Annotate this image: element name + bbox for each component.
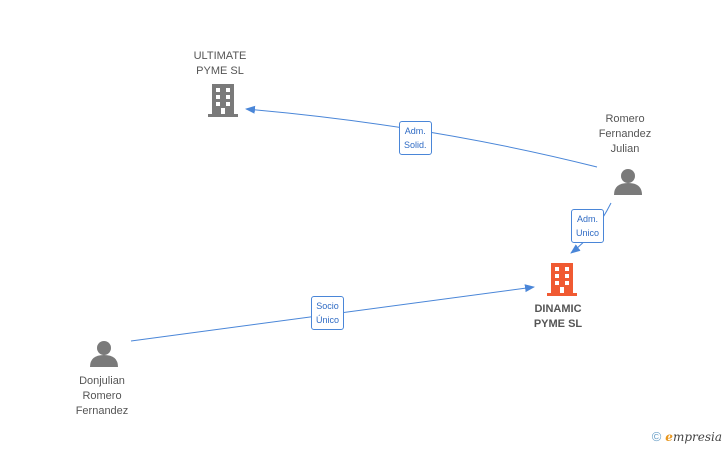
node-romero-label[interactable]: Romero Fernandez Julian [585, 112, 665, 157]
edge-label-line2: Solid. [404, 140, 427, 150]
node-romero-line2: Fernandez [598, 128, 652, 140]
building-icon [208, 84, 238, 117]
person-icon [90, 341, 118, 367]
node-donjulian-line3: Fernandez [75, 405, 129, 417]
node-dinamic-line1: DINAMIC [534, 303, 582, 315]
node-romero-line3: Julian [610, 143, 640, 155]
empresia-brand[interactable]: ©empresia [652, 429, 722, 444]
person-icon [614, 169, 642, 195]
node-dinamic-pyme-label[interactable]: DINAMIC PYME SL [518, 302, 598, 332]
node-ultimate-pyme-label[interactable]: ULTIMATE PYME SL [180, 49, 260, 79]
node-romero-line1: Romero [605, 113, 645, 125]
node-ultimate-line2: PYME SL [196, 65, 244, 77]
edge-label-line1: Adm. [577, 214, 599, 224]
node-donjulian-label[interactable]: Donjulian Romero Fernandez [62, 374, 142, 419]
copyright-icon: © [651, 429, 662, 444]
edge-label-line1: Socio [316, 301, 339, 311]
node-ultimate-line1: ULTIMATE [193, 50, 247, 62]
node-dinamic-line2: PYME SL [533, 318, 583, 330]
edge-label-line2: Único [316, 315, 340, 325]
node-donjulian-line1: Donjulian [79, 375, 125, 387]
edge-label-line2: Unico [576, 228, 600, 238]
edge-label-adm-unico[interactable]: Adm. Unico [571, 209, 605, 243]
brand-e: e [665, 430, 673, 444]
edge-label-socio-unico[interactable]: Socio Único [311, 296, 345, 330]
building-icon [547, 263, 577, 296]
brand-rest: mpresia [672, 430, 722, 444]
edge-label-line1: Adm. [404, 126, 426, 136]
edge-label-adm-solid[interactable]: Adm. Solid. [399, 121, 432, 155]
node-donjulian-line2: Romero [82, 390, 122, 402]
